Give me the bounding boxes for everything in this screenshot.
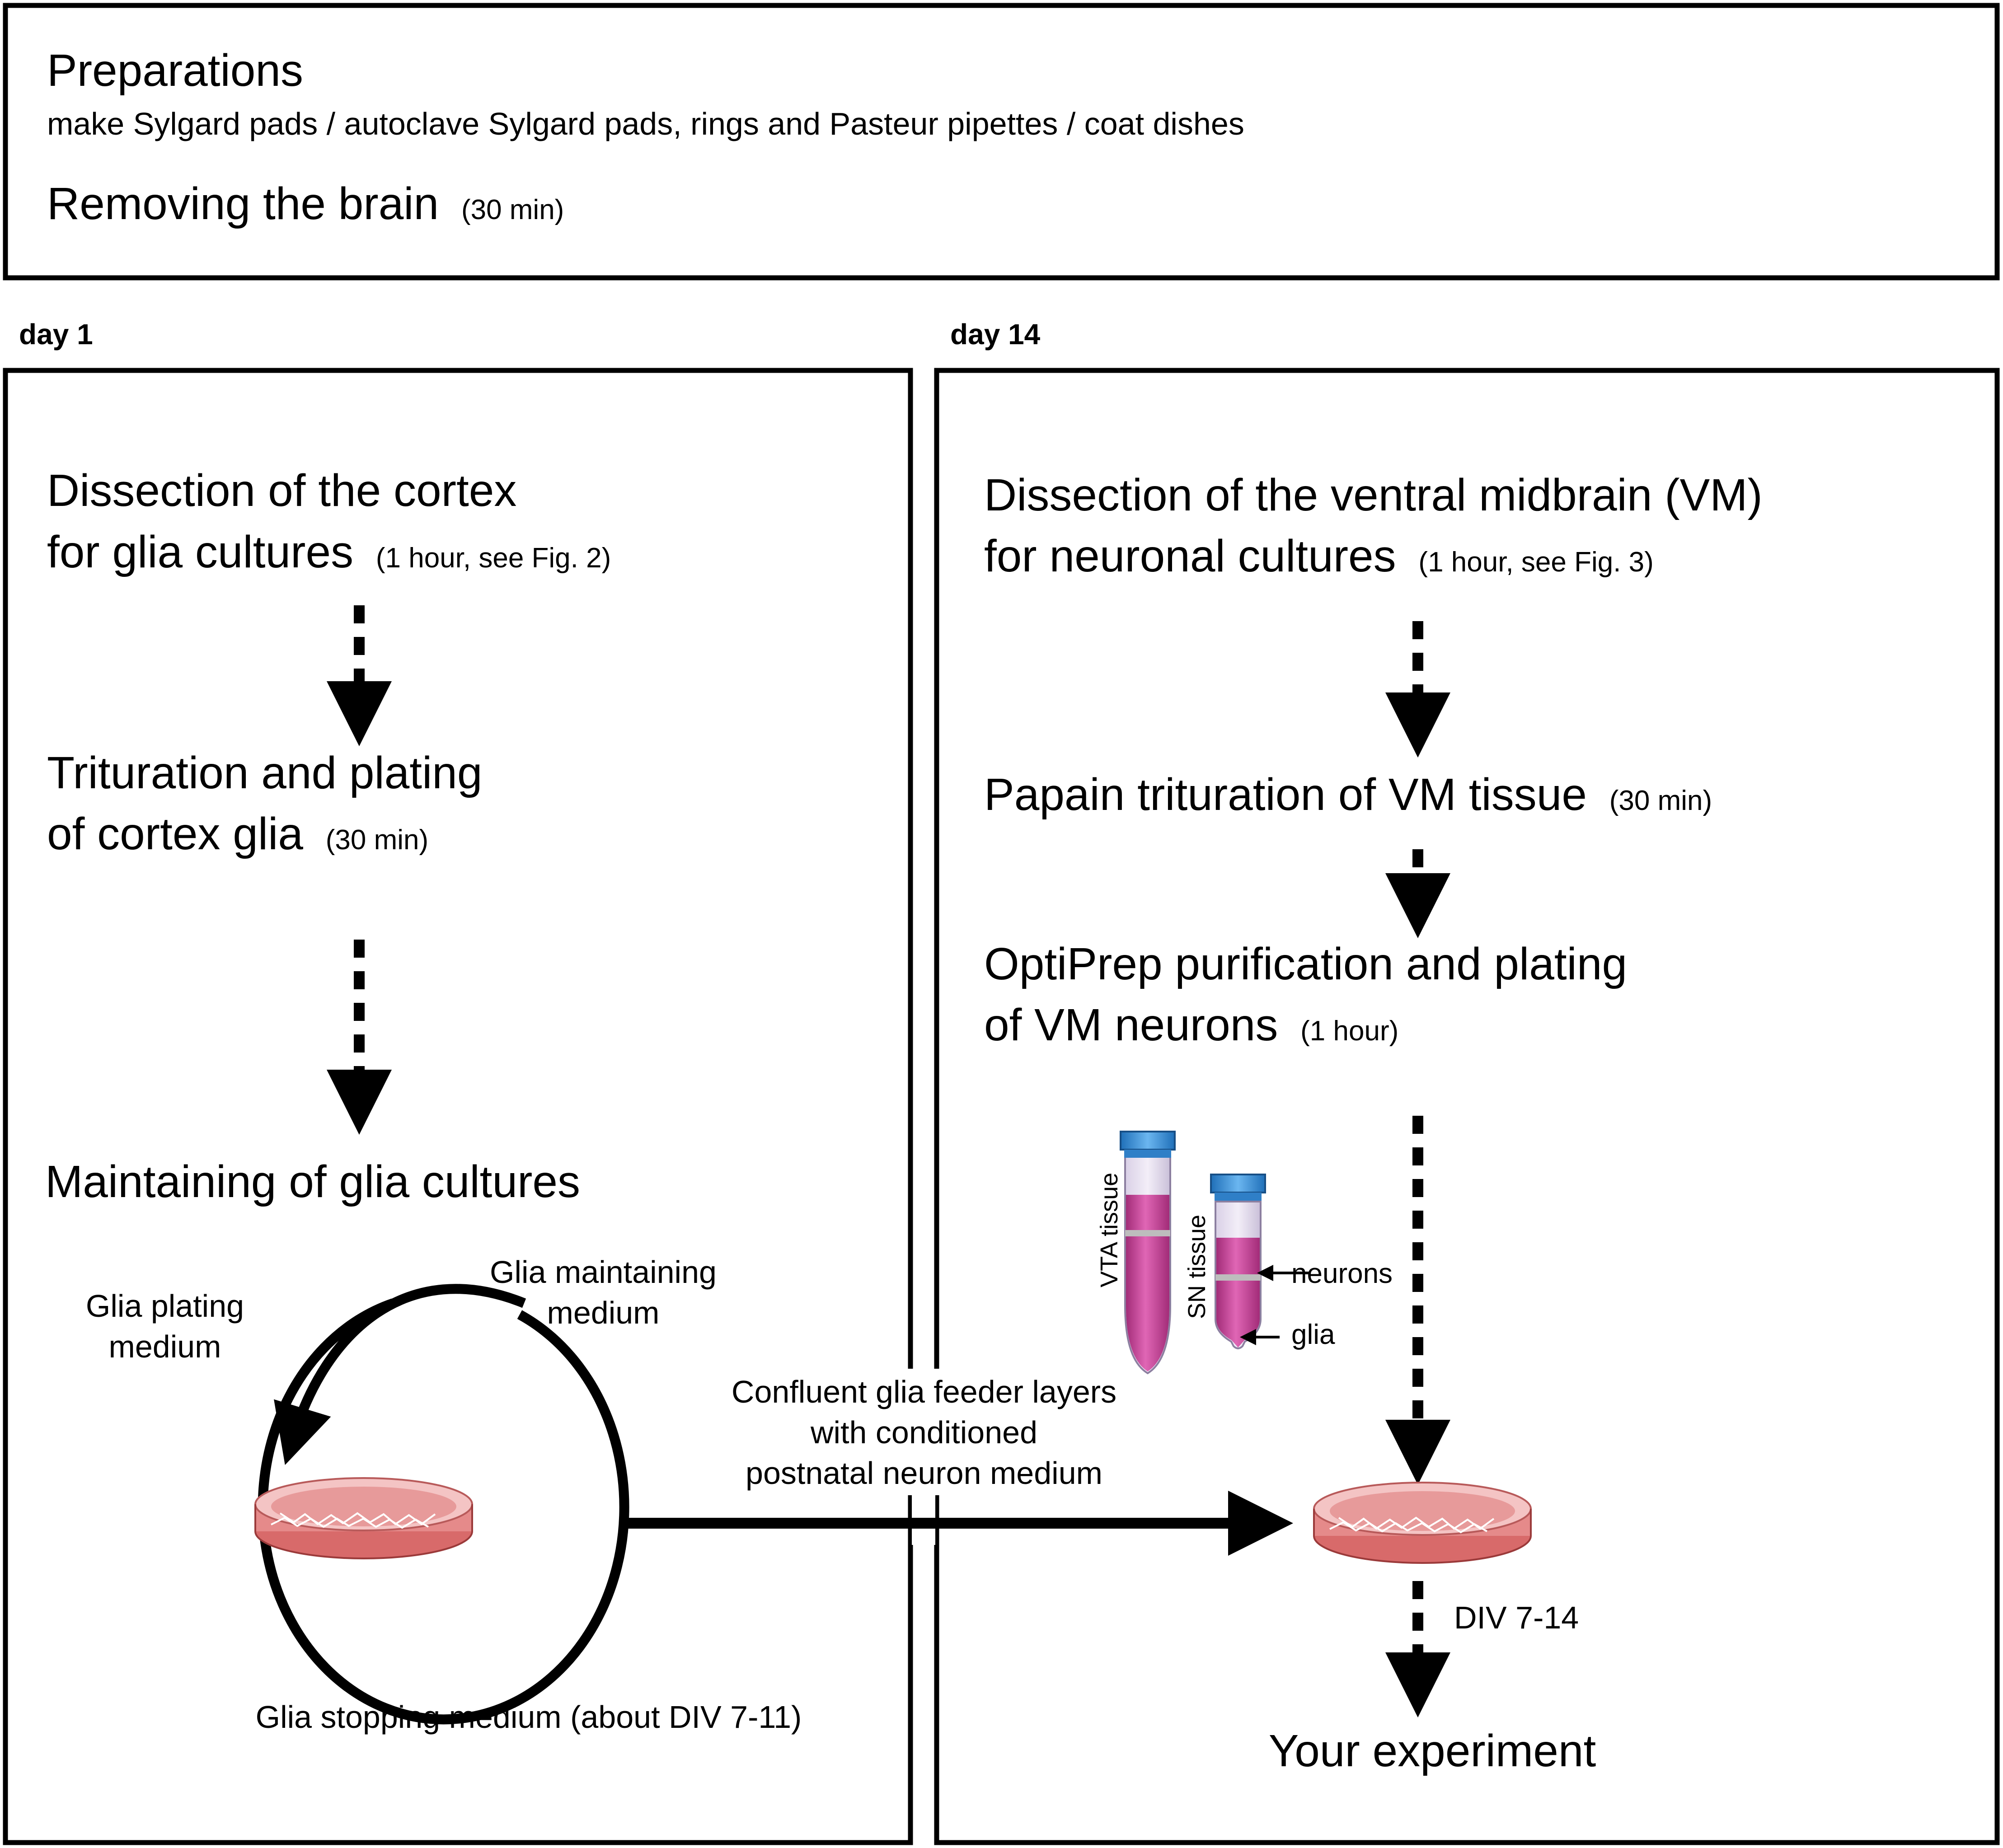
svg-text:Papain trituration of VM tissu: Papain trituration of VM tissue (30 min) [984,769,1712,820]
vta-tissue-label: VTA tissue [1096,1173,1123,1287]
day14-step2: Papain trituration of VM tissue [984,769,1587,820]
day14-step3-line1: OptiPrep purification and plating [984,939,1627,989]
preparations-title: Preparations [47,45,303,96]
day14-step3-time: (1 hour) [1300,1015,1398,1047]
centrifuge-tube-icon-vta [1120,1131,1176,1375]
transfer-text-line3: postnatal neuron medium [746,1455,1102,1491]
centrifuge-tube-icon-sn [1210,1174,1266,1349]
preparations-detail: make Sylgard pads / autoclave Sylgard pa… [47,106,1244,141]
day1-step1-line1: Dissection of the cortex [47,465,516,516]
day1-label: day 1 [19,318,93,351]
day14-step1-time: (1 hour, see Fig. 3) [1418,547,1653,578]
glia-plating-medium-line2: medium [109,1329,221,1364]
day14-label: day 14 [950,318,1041,351]
div-label: DIV 7-14 [1454,1600,1579,1635]
day14-box: Dissection of the ventral midbrain (VM) … [934,368,2000,1845]
svg-text:for neuronal cultures (1: for neuronal cultures (1 hour, see Fig. … [984,531,1654,581]
your-experiment: Your experiment [1269,1726,1596,1776]
removing-brain-title: Removing the brain [47,178,439,229]
glia-maintaining-medium-line2: medium [547,1295,660,1330]
transfer-arrow: Confluent glia feeder layers with condit… [621,1369,1293,1556]
neurons-label: neurons [1291,1258,1393,1289]
glia-label: glia [1291,1319,1335,1350]
petri-dish-icon [254,1477,473,1559]
glia-stopping-medium: Glia stopping medium (about DIV 7-11) [256,1699,802,1735]
transfer-text-line2: with conditioned [810,1415,1037,1450]
glia-plating-medium-line1: Glia plating [86,1288,244,1324]
sn-tissue-label: SN tissue [1183,1215,1210,1319]
transfer-text-line1: Confluent glia feeder layers [732,1374,1116,1409]
day14-step3-line2: of VM neurons [984,1000,1278,1050]
day1-step2-line2: of cortex glia [47,809,303,859]
glia-medium-cycle-inner [274,1284,526,1465]
preparations-box: Preparations make Sylgard pads / autocla… [3,3,2000,281]
day1-step1-time: (1 hour, see Fig. 2) [376,543,611,574]
day1-step1-line2: for glia cultures [47,527,353,577]
day14-step2-time: (30 min) [1609,785,1712,816]
day1-step2-time: (30 min) [326,824,428,856]
day14-step1-line2: for neuronal cultures [984,531,1396,581]
svg-text:of cortex glia (30 min): of cortex glia (30 min) [47,809,428,859]
svg-text:Removing the brain (30 m: Removing the brain (30 min) [47,178,564,229]
day1-box: Dissection of the cortex for glia cultur… [3,368,913,1845]
svg-text:of VM neurons (1 hour): of VM neurons (1 hour) [984,1000,1398,1050]
removing-brain-time: (30 min) [461,194,564,225]
petri-dish-icon-day14 [1313,1482,1532,1564]
svg-text:for glia cultures (1 hou: for glia cultures (1 hour, see Fig. 2) [47,527,611,577]
day1-step2-line1: Trituration and plating [47,748,483,798]
glia-maintaining-medium-line1: Glia maintaining [490,1254,717,1290]
day14-step1-line1: Dissection of the ventral midbrain (VM) [984,470,1763,520]
day1-step3: Maintaining of glia cultures [45,1156,580,1207]
